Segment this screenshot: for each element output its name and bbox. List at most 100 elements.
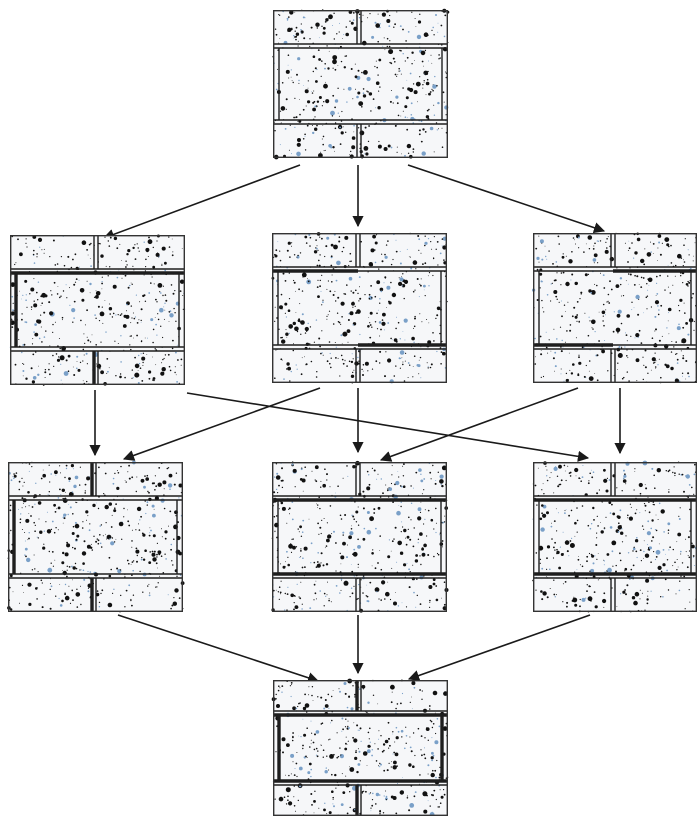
texture-speck	[377, 106, 381, 110]
texture-speck	[75, 501, 77, 503]
texture-speck	[28, 505, 30, 507]
texture-speck	[178, 597, 181, 599]
texture-speck	[436, 350, 438, 353]
texture-speck	[299, 702, 301, 704]
texture-speck	[369, 792, 372, 794]
texture-speck	[140, 308, 143, 311]
texture-speck	[293, 254, 296, 256]
texture-speck	[74, 253, 77, 256]
texture-speck	[305, 811, 307, 813]
texture-speck	[144, 270, 146, 272]
texture-speck	[636, 556, 638, 559]
texture-speck	[684, 608, 686, 610]
texture-speck	[390, 281, 392, 284]
texture-speck	[284, 128, 287, 130]
texture-speck	[385, 244, 388, 246]
texture-speck	[429, 471, 432, 474]
texture-speck	[688, 375, 690, 378]
texture-speck	[33, 262, 36, 264]
texture-speck	[596, 354, 599, 357]
texture-speck	[399, 70, 401, 72]
texture-speck	[288, 332, 290, 334]
texture-speck	[394, 526, 397, 529]
texture-speck	[565, 255, 567, 257]
texture-speck	[141, 356, 146, 361]
texture-speck	[656, 468, 661, 473]
texture-speck	[378, 140, 380, 143]
texture-speck	[68, 566, 71, 568]
texture-speck	[17, 238, 19, 241]
texture-speck	[581, 565, 584, 568]
texture-speck	[590, 291, 592, 294]
texture-speck	[130, 282, 132, 284]
texture-speck	[430, 518, 434, 522]
texture-speck	[415, 268, 417, 270]
texture-speck	[666, 559, 669, 561]
texture-speck	[398, 357, 401, 360]
texture-speck	[292, 321, 296, 326]
texture-speck	[383, 769, 386, 772]
texture-speck	[293, 279, 295, 282]
texture-speck	[296, 73, 298, 76]
texture-speck	[142, 361, 144, 364]
texture-speck	[346, 556, 348, 559]
texture-speck	[360, 240, 362, 243]
texture-speck	[384, 739, 389, 744]
texture-speck	[346, 101, 348, 103]
texture-speck	[366, 511, 370, 514]
texture-speck	[616, 313, 621, 318]
texture-speck	[693, 329, 695, 331]
texture-speck	[383, 147, 388, 151]
texture-speck	[390, 62, 393, 65]
texture-speck	[317, 696, 319, 698]
texture-speck	[22, 344, 25, 346]
texture-speck	[277, 492, 279, 494]
texture-speck	[419, 783, 420, 785]
texture-speck	[321, 352, 323, 354]
texture-speck	[589, 472, 591, 475]
texture-speck	[358, 729, 360, 731]
texture-speck	[574, 239, 575, 241]
texture-speck	[22, 502, 24, 504]
texture-speck	[355, 88, 356, 90]
texture-speck	[412, 151, 414, 153]
texture-speck	[402, 790, 404, 793]
texture-speck	[349, 766, 350, 768]
texture-speck	[133, 317, 136, 320]
texture-speck	[562, 553, 564, 555]
texture-speck	[387, 721, 390, 724]
texture-speck	[655, 529, 658, 532]
texture-speck	[15, 262, 17, 264]
texture-speck	[162, 285, 164, 287]
texture-speck	[292, 81, 294, 84]
texture-speck	[151, 504, 155, 508]
texture-speck	[370, 110, 372, 112]
texture-speck	[668, 469, 671, 471]
texture-speck	[628, 247, 631, 250]
texture-speck	[541, 242, 543, 244]
texture-speck	[657, 260, 658, 261]
texture-speck	[406, 79, 408, 81]
texture-speck	[432, 332, 434, 334]
texture-speck	[169, 510, 172, 513]
texture-speck	[28, 513, 30, 514]
texture-speck	[357, 91, 361, 95]
texture-speck	[117, 343, 119, 344]
texture-speck	[368, 738, 370, 740]
texture-speck	[691, 544, 695, 549]
texture-speck	[651, 540, 653, 542]
texture-speck	[362, 14, 364, 16]
texture-speck	[303, 85, 304, 86]
texture-speck	[426, 319, 428, 320]
texture-speck	[420, 479, 424, 483]
texture-speck	[300, 30, 304, 34]
texture-speck	[405, 735, 408, 737]
texture-speck	[667, 320, 669, 322]
texture-speck	[390, 701, 393, 704]
texture-speck	[634, 337, 636, 339]
texture-speck	[439, 802, 442, 804]
texture-speck	[65, 491, 66, 493]
texture-speck	[350, 587, 353, 589]
texture-speck	[424, 73, 425, 75]
texture-speck	[302, 706, 307, 711]
